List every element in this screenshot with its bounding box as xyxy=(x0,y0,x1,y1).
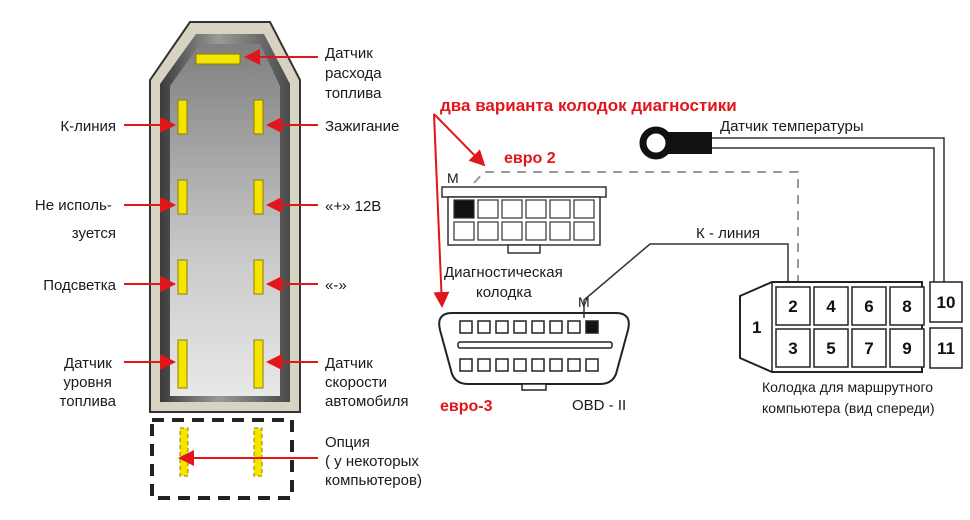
obd-pin xyxy=(495,358,509,372)
obd-pin xyxy=(477,358,491,372)
pin-left-2 xyxy=(177,179,188,215)
label-backlight: Подсветка xyxy=(43,277,116,294)
diag-pin-cell xyxy=(477,221,499,241)
pin-right-3 xyxy=(253,259,264,295)
route-pin-label: 11 xyxy=(937,339,955,358)
diag-pin-cell xyxy=(573,199,595,219)
label-fuel-flow: Датчик расхода топлива xyxy=(325,45,386,102)
obd-pin xyxy=(477,320,491,334)
diag-block-caption-1: Диагностическая xyxy=(444,264,563,281)
temp-sensor-label: Датчик температуры xyxy=(720,118,864,135)
route-caption-1: Колодка для маршрутного xyxy=(762,379,933,395)
diag-pin-cell xyxy=(501,199,523,219)
route-computer-block: 1 2 3 4 5 6 7 8 9 10 11 Колодка для маршрутного ко… xyxy=(739,281,963,416)
pin-right-2 xyxy=(253,179,264,215)
pin-right-1 xyxy=(253,99,264,135)
route-pin-cell xyxy=(775,328,811,368)
obd-pin xyxy=(459,320,473,334)
route-pin-label: 2 xyxy=(788,297,797,316)
route-pin-cell xyxy=(851,328,887,368)
obd-pin xyxy=(513,320,527,334)
right-diagram: два варианта колодок диагностики евро 2 … xyxy=(433,96,963,416)
pin-left-4 xyxy=(177,339,188,389)
pin-option-left xyxy=(179,427,189,477)
route-pin-label: 6 xyxy=(864,297,873,316)
diag-pin-cell xyxy=(549,199,571,219)
route-pin-label: 1 xyxy=(752,318,761,337)
obd-pin xyxy=(567,320,581,334)
route-pin-label: 4 xyxy=(826,297,836,316)
diag-pin-cell xyxy=(501,221,523,241)
pin-option-right xyxy=(253,427,263,477)
obd-pin xyxy=(549,320,563,334)
route-pin-label: 8 xyxy=(902,297,911,316)
diag-block-euro2: М Диагностическая колодка xyxy=(441,170,607,301)
route-pin-cell xyxy=(775,286,811,326)
route-pin-label: 3 xyxy=(788,339,797,358)
pin-left-3 xyxy=(177,259,188,295)
pin-right-4 xyxy=(253,339,264,389)
diag-pin-cell xyxy=(549,221,571,241)
pin-top xyxy=(195,53,241,65)
obd-pin xyxy=(585,320,599,334)
label-fuel-level: Датчик уровня топлива xyxy=(60,355,117,410)
obd-label: OBD - II xyxy=(572,397,626,414)
obd-pin xyxy=(531,320,545,334)
left-connector: К-линия Не исполь- зуется Подсветка Датч… xyxy=(35,21,423,500)
route-caption-2: компьютера (вид спереди) xyxy=(762,400,935,416)
obd-pin xyxy=(567,358,581,372)
diag-pin-cell xyxy=(573,221,595,241)
diag-pin-cell xyxy=(525,221,547,241)
route-pin-cell xyxy=(889,286,925,326)
route-pin-label: 7 xyxy=(864,339,873,358)
label-minus: «-» xyxy=(325,277,347,294)
label-speed-sensor: Датчик скорости автомобиля xyxy=(325,355,409,410)
obd-pin xyxy=(513,358,527,372)
obd-pin xyxy=(459,358,473,372)
label-k-line: К-линия xyxy=(60,118,116,135)
obd-pin xyxy=(531,358,545,372)
k-line-label: К - линия xyxy=(696,225,760,242)
heading: два варианта колодок диагностики xyxy=(440,96,737,115)
route-pin-cell xyxy=(889,328,925,368)
obd-pin xyxy=(495,320,509,334)
route-pin-cell xyxy=(851,286,887,326)
route-pin-cell xyxy=(929,327,963,369)
euro3-label: евро-3 xyxy=(440,398,493,415)
pin-left-1 xyxy=(177,99,188,135)
label-ignition: Зажигание xyxy=(325,118,399,135)
route-pin-label: 9 xyxy=(902,339,911,358)
diag-block-caption-2: колодка xyxy=(476,284,532,301)
obd-pin xyxy=(549,358,563,372)
route-pin-label: 5 xyxy=(826,339,835,358)
label-plus-12v: «+» 12В xyxy=(325,198,381,215)
diag-pin-cell xyxy=(453,221,475,241)
diag-pin-cell xyxy=(453,199,475,219)
obd2-block: М OBD - II xyxy=(438,294,630,414)
diag-pin-cell xyxy=(477,199,499,219)
label-option: Опция ( у некоторых компьютеров) xyxy=(325,434,423,489)
route-pin-cell xyxy=(813,328,849,368)
route-pin-cell xyxy=(813,286,849,326)
m-label-euro2: М xyxy=(447,170,459,186)
obd-pin xyxy=(585,358,599,372)
route-pin-label: 10 xyxy=(937,293,956,312)
label-unused: Не исполь- зуется xyxy=(35,197,116,242)
route-pin-cell xyxy=(929,281,963,323)
euro2-label: евро 2 xyxy=(504,150,556,167)
diag-pin-cell xyxy=(525,199,547,219)
option-dashed-area xyxy=(150,418,294,500)
temp-sensor: Датчик температуры xyxy=(639,118,864,160)
